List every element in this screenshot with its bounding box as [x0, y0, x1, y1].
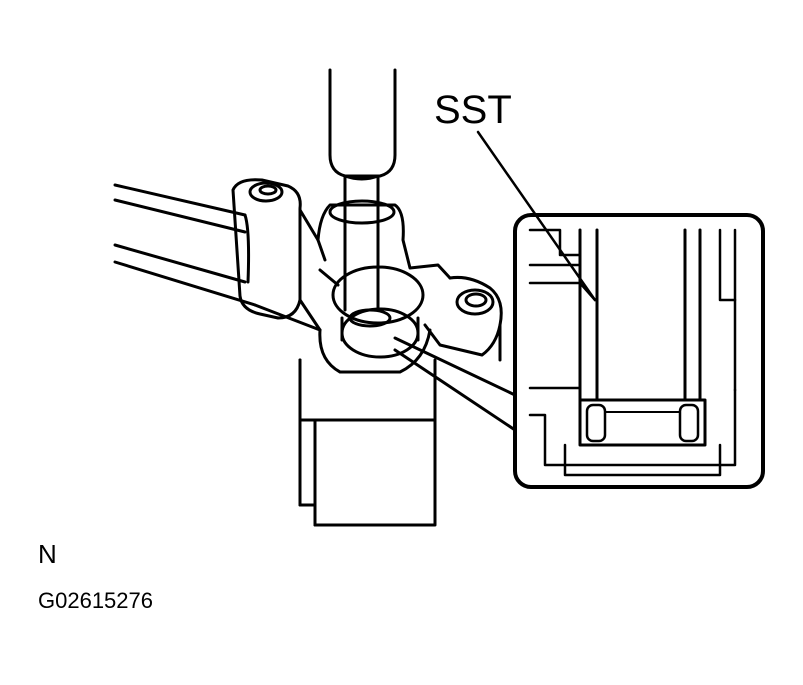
pinion-housing	[298, 199, 452, 374]
mounting-bracket-right	[423, 276, 503, 362]
sst-label: SST	[434, 88, 512, 132]
figure-code: G02615276	[38, 588, 153, 613]
view-label: N	[38, 539, 57, 569]
vise-block	[298, 358, 437, 527]
sst-press-tool	[328, 68, 397, 312]
detail-inset	[513, 213, 765, 489]
mounting-bracket-left	[231, 178, 327, 320]
leader-lines	[393, 130, 597, 432]
rack-housing-tube	[113, 183, 322, 332]
seal-bore	[331, 265, 425, 359]
